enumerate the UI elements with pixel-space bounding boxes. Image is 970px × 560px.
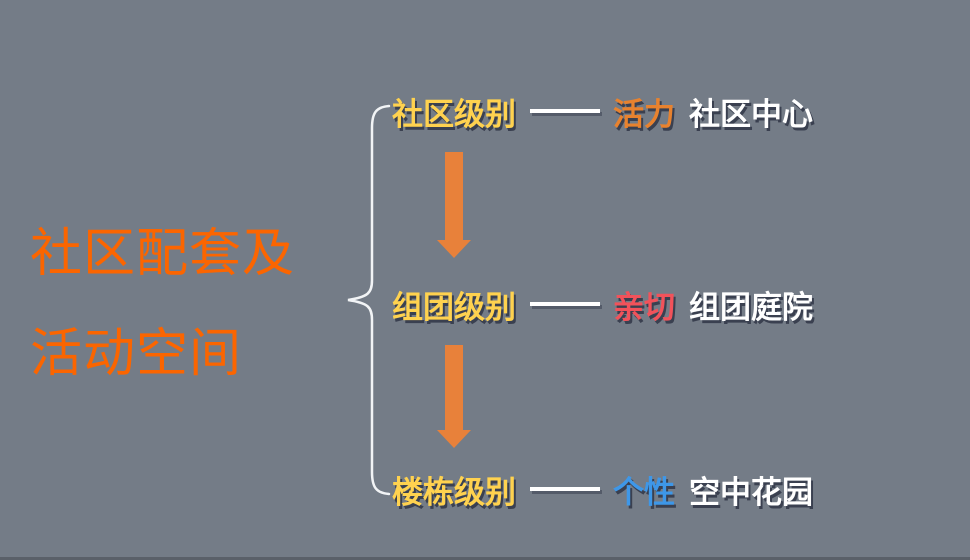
level-row-cluster: 组团级别 亲切 组团庭院 — [392, 286, 813, 325]
down-arrow-icon — [437, 345, 471, 448]
connector-line — [530, 487, 600, 491]
page-title-line-1: 社区配套及 — [30, 225, 296, 283]
page-title: 社区配套及 活动空间 — [30, 228, 295, 380]
down-arrow-shaft — [445, 345, 463, 430]
level-row-building: 楼栋级别 个性 空中花园 — [392, 471, 813, 510]
description-label: 社区中心 — [689, 96, 813, 132]
level-label: 楼栋级别 — [392, 474, 516, 510]
down-arrow-icon — [437, 152, 471, 258]
down-arrow-shaft — [445, 152, 463, 240]
level-row-community: 社区级别 活力 社区中心 — [392, 93, 813, 132]
description-label: 空中花园 — [689, 474, 813, 510]
down-arrow-head — [437, 430, 471, 448]
description-label: 组团庭院 — [689, 289, 813, 325]
left-curly-brace-icon — [347, 104, 391, 496]
connector-line — [530, 109, 600, 113]
keyword-label: 个性 — [613, 474, 675, 510]
page-title-line-2: 活动空间 — [30, 325, 243, 383]
slide-bottom-edge — [0, 557, 970, 560]
connector-line — [530, 302, 600, 306]
keyword-label: 活力 — [613, 96, 675, 132]
down-arrow-head — [437, 240, 471, 258]
level-label: 组团级别 — [392, 289, 516, 325]
keyword-label: 亲切 — [613, 289, 675, 325]
level-label: 社区级别 — [392, 96, 516, 132]
